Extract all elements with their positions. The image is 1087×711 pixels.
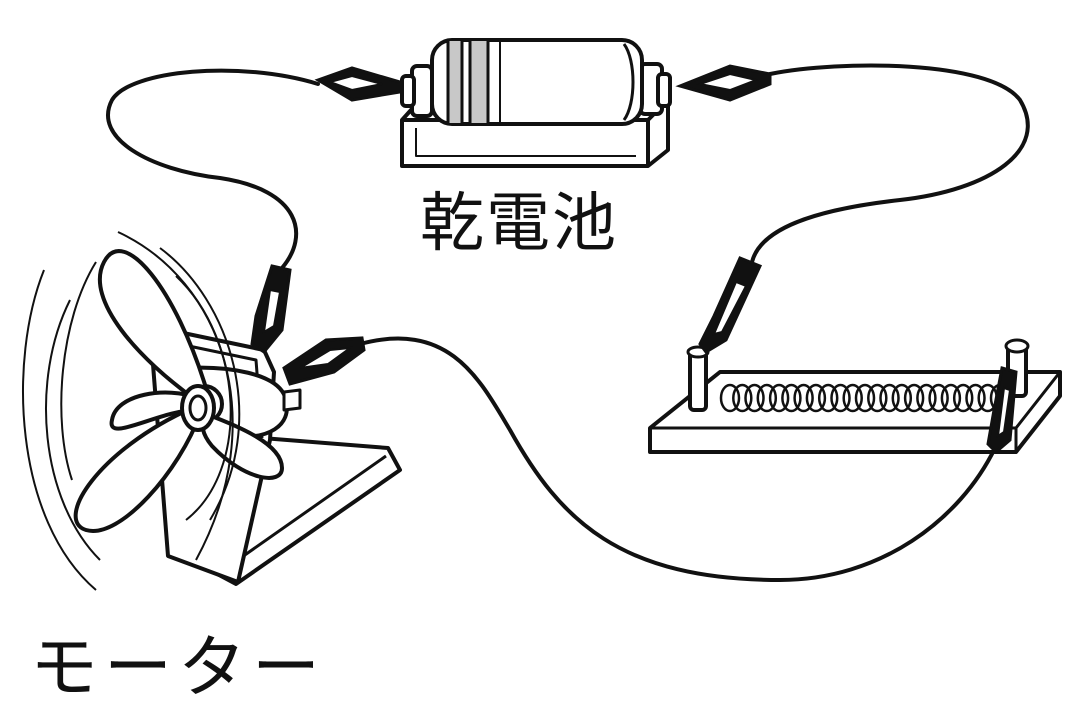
fan-blade-left (109, 390, 200, 431)
coil-terminal-left (688, 350, 708, 412)
coil-loop (916, 383, 937, 413)
coil-loop (805, 383, 827, 413)
fan-blade-bottom (73, 406, 202, 533)
wire-battery-to-coil (750, 63, 1030, 264)
coil-loops (719, 383, 1011, 413)
coil-loop (830, 383, 851, 413)
coil-loop (940, 383, 962, 413)
coil-loop (842, 383, 863, 413)
battery-label: 乾電池 (420, 187, 618, 261)
fan-blade-top (97, 249, 208, 402)
coil-clips (698, 256, 1018, 455)
coil-loop (732, 383, 753, 413)
coil-loop (903, 383, 925, 413)
coil-loop (854, 383, 876, 413)
motor-clips (250, 264, 366, 386)
coil-board-base (648, 370, 1062, 454)
coil-loop (756, 383, 778, 413)
coil-loop (928, 383, 949, 413)
motor-with-fan (73, 249, 402, 586)
coil-loop (891, 383, 913, 413)
coil-loop (952, 383, 974, 413)
motor-label: モーター (30, 629, 327, 708)
wire-battery-to-motor (106, 68, 320, 270)
coil-loop (817, 383, 839, 413)
battery-clips (314, 64, 772, 102)
coil-loop (744, 383, 765, 413)
coil-loop (965, 383, 986, 413)
fan-blade-right (200, 412, 284, 480)
battery-holder (400, 38, 672, 168)
coil-loop (768, 383, 790, 413)
coil-loop (781, 383, 802, 413)
coil-loop (719, 383, 741, 413)
coil-loop (793, 383, 814, 413)
coil-board (648, 338, 1062, 454)
wire-motor-to-coil (358, 336, 997, 583)
wires (106, 63, 1030, 583)
motion-arcs (22, 231, 241, 591)
coil-loop (879, 383, 900, 413)
coil-loop (867, 383, 888, 413)
